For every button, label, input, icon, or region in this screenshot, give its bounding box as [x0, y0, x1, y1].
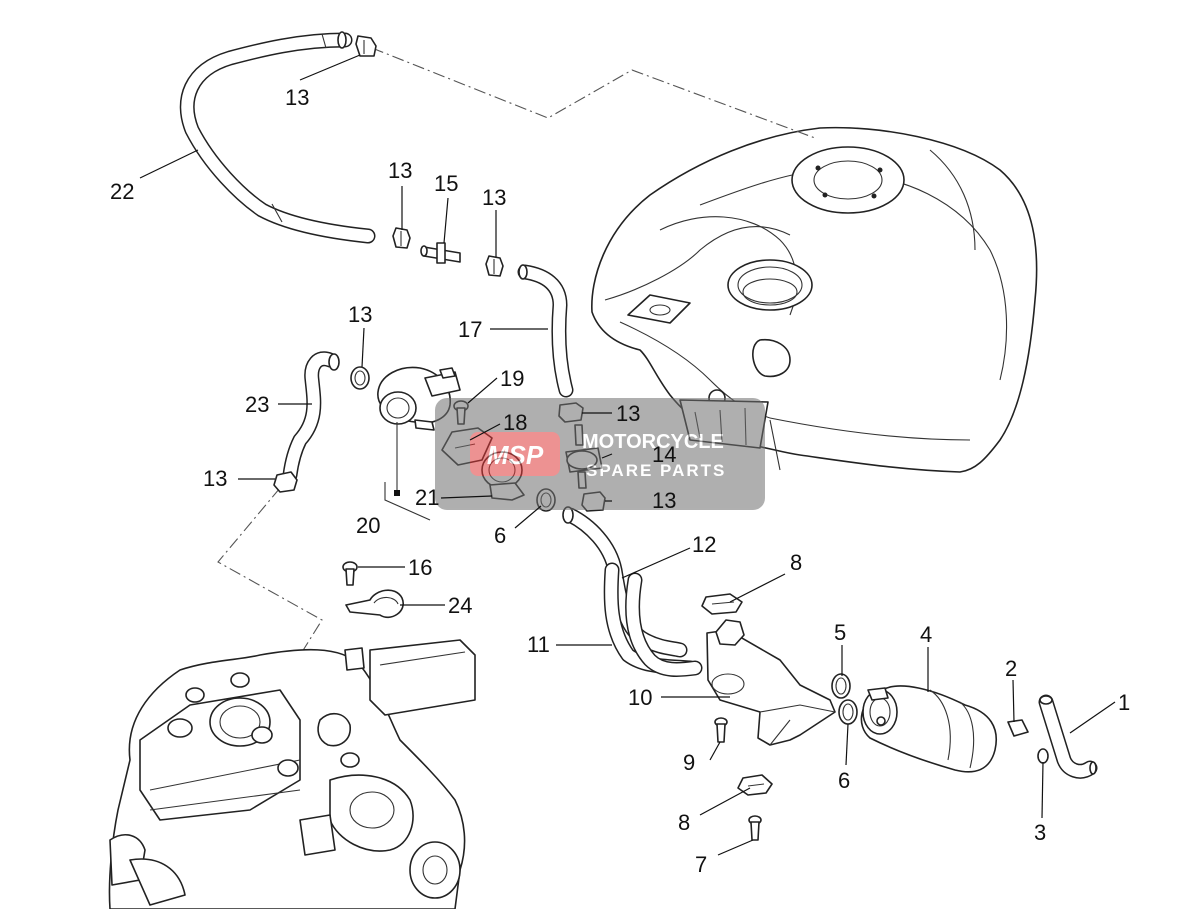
canister-4	[860, 685, 997, 773]
callout-8-bottom: 8	[678, 810, 690, 835]
connection-line-engine-hose	[217, 487, 323, 669]
watermark-logo-badge	[470, 432, 560, 476]
clamp-6-right	[838, 699, 858, 725]
callout-9: 9	[683, 750, 695, 775]
callout-2: 2	[1005, 656, 1017, 681]
callout-17: 17	[458, 317, 482, 342]
callout-16: 16	[408, 555, 432, 580]
bracket-10	[706, 619, 836, 746]
callout-10: 10	[628, 685, 652, 710]
callout-15: 15	[434, 171, 458, 196]
engine-assembly	[108, 639, 476, 909]
purge-valve-20	[377, 366, 461, 496]
watermark: MSP MOTORCYCLE SPARE PARTS	[435, 398, 765, 510]
callout-12: 12	[692, 532, 716, 557]
cap-2	[1007, 719, 1029, 737]
callout-18: 18	[503, 410, 527, 435]
screw-7	[748, 815, 762, 841]
screw-16	[342, 561, 358, 586]
bracket-indicator-20	[384, 482, 431, 521]
connection-line-tank-hose	[371, 47, 816, 139]
callout-20: 20	[356, 513, 380, 538]
screw-9	[714, 717, 728, 743]
callout-23: 23	[245, 392, 269, 417]
callout-8-top: 8	[790, 550, 802, 575]
clamp-5	[831, 673, 851, 699]
fuel-tank	[591, 126, 1038, 473]
callout-14: 14	[652, 442, 676, 467]
clamp-24	[345, 589, 404, 619]
callout-24: 24	[448, 593, 472, 618]
callout-19: 19	[500, 366, 524, 391]
callout-3: 3	[1034, 820, 1046, 845]
clamp-3	[1037, 748, 1049, 764]
clip-8-top	[701, 593, 743, 615]
callout-6-right: 6	[838, 768, 850, 793]
leader-lines	[139, 54, 1116, 856]
callout-13-d: 13	[348, 302, 372, 327]
callout-13-f: 13	[616, 401, 640, 426]
callout-13-g: 13	[652, 488, 676, 513]
watermark-line1: MOTORCYCLE	[582, 431, 724, 453]
callout-22: 22	[110, 179, 134, 204]
callout-6-left: 6	[494, 523, 506, 548]
watermark-line2: SPARE PARTS	[586, 461, 726, 480]
pipe-1	[1038, 694, 1098, 779]
callout-13-c: 13	[482, 185, 506, 210]
clamp-13-f	[350, 366, 370, 390]
clamp-13-a	[355, 35, 377, 57]
hose-12	[562, 506, 688, 658]
watermark-logo: MSP	[487, 440, 544, 470]
callout-13-a: 13	[285, 85, 309, 110]
clamp-13-b	[392, 227, 411, 249]
hose-22	[179, 31, 376, 244]
connector-15	[420, 242, 461, 264]
callout-13-e: 13	[203, 466, 227, 491]
callout-4: 4	[920, 622, 932, 647]
hose-23	[282, 351, 340, 483]
hose-11	[603, 562, 703, 678]
callout-7: 7	[695, 852, 707, 877]
hose-17	[517, 264, 574, 398]
callout-21: 21	[415, 485, 439, 510]
callout-labels: 1 2 3 4 5 6 6 7 8 8 9 10 11 12 13 13 13 …	[110, 85, 1130, 877]
clamp-13-c	[485, 255, 504, 277]
callout-5: 5	[834, 620, 846, 645]
clamp-13-g	[273, 471, 298, 493]
callout-13-b: 13	[388, 158, 412, 183]
callout-11: 11	[527, 632, 550, 657]
callout-1: 1	[1118, 690, 1130, 715]
